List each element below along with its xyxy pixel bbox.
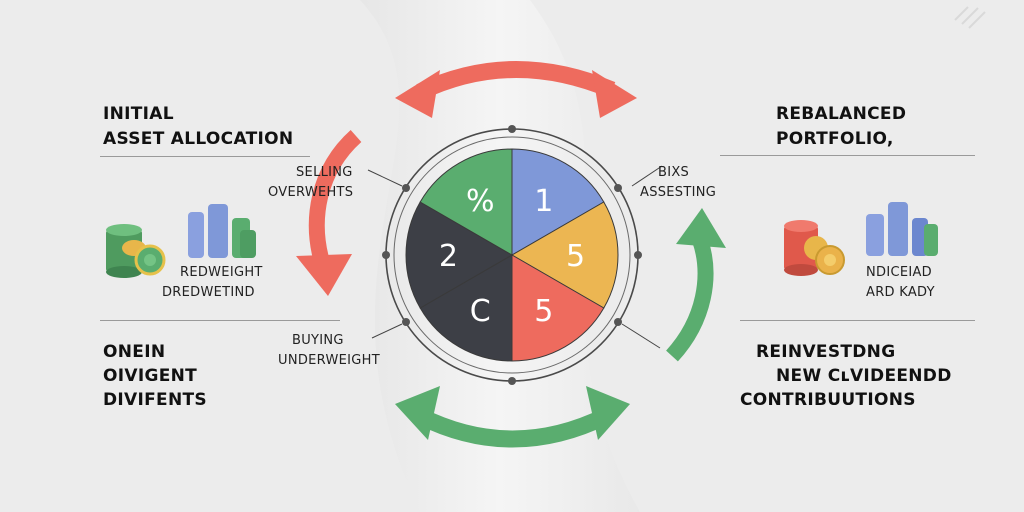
wheel-segment [510, 201, 619, 309]
divider-top-right [720, 155, 975, 156]
wheel-segment-label: % [466, 184, 495, 219]
rebalanced-portfolio-line2: PORTFOLIO, [776, 129, 894, 149]
ring-dot [614, 184, 622, 192]
reinvesting-line1: REINVESTDNG [756, 342, 896, 362]
wheel-segment-label: 2 [439, 239, 458, 274]
ring-dot [508, 377, 516, 385]
wheel-segment-label: 1 [534, 184, 553, 219]
wheel-segment [405, 201, 514, 309]
buying-label-line1: BUYING [292, 333, 344, 348]
wheel-segment-label: 5 [534, 294, 553, 329]
assesting-label-line2: ASSESTING [640, 185, 717, 200]
reinvesting-line3: CONTRIBUUTIONS [740, 390, 916, 410]
wheel-segment [419, 148, 513, 256]
dividends-line1: ONEIN [103, 342, 166, 362]
ring-dot [402, 184, 410, 192]
buying-label-line2: UNDERWEIGHT [278, 353, 380, 368]
left-icon-label-line2: DREDWETIND [162, 285, 255, 300]
ring-dot [508, 125, 516, 133]
selling-label-line2: OVERWEHTS [268, 185, 354, 200]
right-icon-label-line2: ARD KADY [866, 285, 935, 300]
wheel-segment-label: C [470, 294, 491, 329]
selling-label-line1: SELLING [296, 165, 353, 180]
dividends-line3: DIVIFENTS [103, 390, 207, 410]
rebalanced-portfolio-line1: REBALANCED [776, 104, 907, 124]
ring-dots [382, 125, 642, 385]
leader-lines [367, 165, 663, 349]
divider-top-left [100, 156, 310, 157]
wheel-segment [419, 254, 513, 362]
initial-allocation-line1: INITIAL [103, 104, 174, 124]
wheel-segment [511, 254, 605, 362]
assesting-label-line1: BIXS [658, 165, 690, 180]
left-curved-arrow [296, 130, 362, 296]
ring-dot [382, 251, 390, 259]
wheel-segment [511, 148, 605, 256]
left-icon-label-line1: REDWEIGHT [180, 265, 263, 280]
ring-dot [634, 251, 642, 259]
top-curved-arrow [395, 61, 637, 118]
right-icon-label-line1: NDICEIAD [866, 265, 932, 280]
ring-dot [614, 318, 622, 326]
divider-bottom-right [740, 320, 975, 321]
divider-bottom-left [100, 320, 340, 321]
initial-allocation-line2: ASSET ALLOCATION [103, 129, 294, 149]
ring-dot [402, 318, 410, 326]
wheel-segment-label: 5 [566, 239, 585, 274]
right-curved-arrow [665, 208, 726, 362]
dividends-line2: OIVIGENT [103, 366, 198, 386]
reinvesting-line2: NEW CʟVIDEENDD [776, 366, 952, 386]
bottom-curved-arrow [395, 386, 630, 448]
inner-ring [393, 136, 631, 374]
